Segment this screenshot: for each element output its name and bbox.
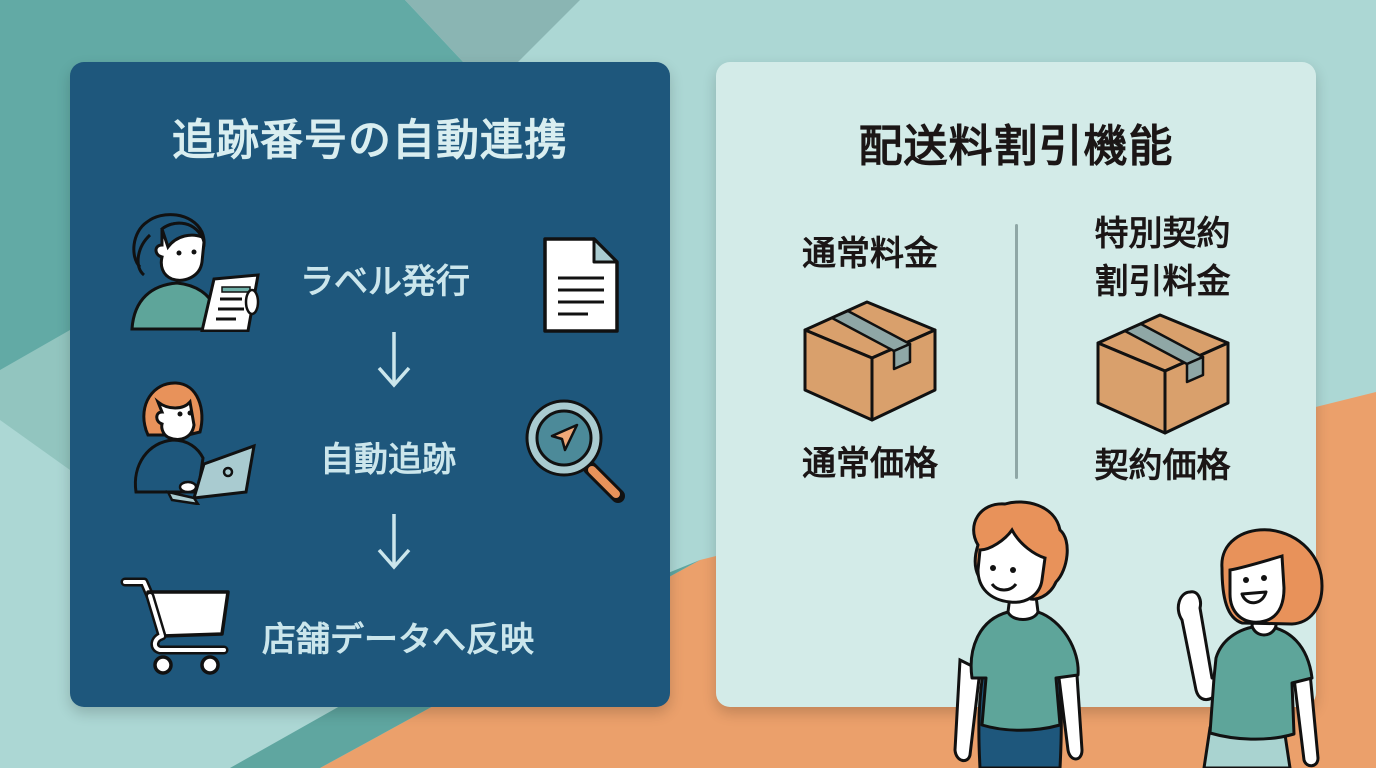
- magnifier-location-icon: [525, 399, 625, 503]
- down-arrow-icon: [377, 514, 411, 570]
- down-arrow-icon: [377, 332, 411, 388]
- cardboard-box-icon: [803, 300, 937, 422]
- contract-price-caption: 契約価格: [1094, 446, 1231, 486]
- step-label-issue-label: ラベル発行: [300, 262, 470, 302]
- shipping-discount-title: 配送料割引機能: [858, 121, 1174, 172]
- special-contract-heading-line1: 特別契約: [1094, 214, 1231, 254]
- tracking-panel-title: 追跡番号の自動連携: [172, 116, 568, 166]
- column-divider: [1015, 224, 1018, 479]
- shopping-cart-icon: [120, 577, 230, 675]
- regular-rate-heading: 通常料金: [802, 234, 938, 274]
- person-holding-document-icon: [130, 213, 260, 332]
- special-contract-heading-line2: 割引料金: [1094, 262, 1231, 302]
- document-icon: [543, 237, 619, 333]
- regular-price-caption: 通常価格: [802, 444, 938, 484]
- cardboard-box-icon: [1096, 313, 1230, 435]
- person-with-laptop-icon: [133, 381, 256, 505]
- step-label-auto-tracking: 自動追跡: [320, 440, 456, 480]
- curly-hair-person-illustration: [953, 500, 1084, 768]
- step-label-reflect-store-data: 店舗データへ反映: [262, 620, 534, 660]
- waving-person-illustration: [1176, 528, 1324, 768]
